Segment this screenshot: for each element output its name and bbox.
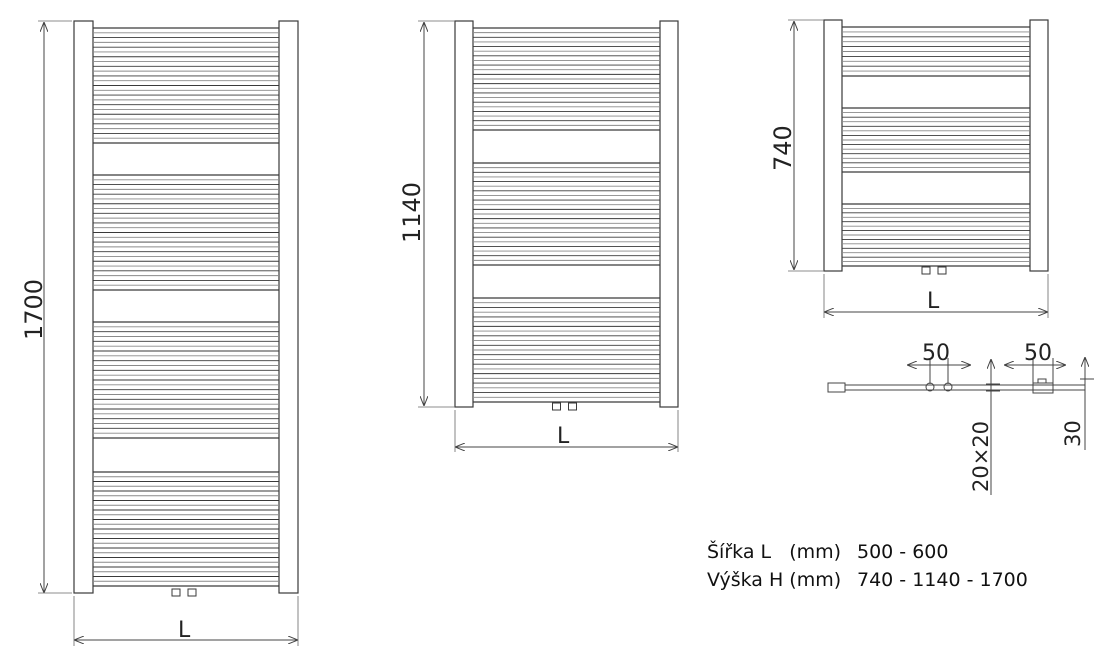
radiator-left-column: [454, 20, 474, 408]
radiator-right-column: [278, 20, 299, 594]
spec-height-value: 740 - 1140 - 1700: [857, 569, 1028, 591]
depth-label: 30: [1061, 420, 1085, 447]
height-label-740: 740: [769, 125, 797, 171]
spec-row-width: Šířka L (mm) 500 - 600: [707, 538, 1028, 566]
pipe-size-label: 20×20: [969, 421, 993, 492]
valve-connector: [171, 588, 181, 597]
radiator-left-column: [73, 20, 94, 594]
valve-connector: [937, 266, 947, 275]
width-label-1700: L: [178, 618, 191, 643]
spacing-left-label: 50: [922, 341, 950, 366]
valve-connector: [552, 402, 561, 411]
radiator-740-drawing: 740 L: [769, 19, 1049, 318]
width-label-1140: L: [557, 424, 570, 449]
spacing-right-label: 50: [1024, 341, 1052, 366]
height-label-1140: 1140: [398, 182, 426, 243]
connection-detail-drawing: [827, 358, 1094, 495]
radiator-right-column: [1029, 19, 1049, 272]
radiator-1700-drawing: 1700 L: [20, 20, 299, 646]
radiator-left-column: [823, 19, 843, 272]
spec-width-value: 500 - 600: [857, 541, 949, 563]
spec-width-label: Šířka L (mm): [707, 541, 842, 563]
width-label-740: L: [927, 289, 940, 314]
spec-row-height: Výška H (mm) 740 - 1140 - 1700: [707, 566, 1028, 594]
valve-connector: [568, 402, 577, 411]
radiator-1140-drawing: 1140 L: [398, 20, 679, 452]
spec-table: Šířka L (mm) 500 - 600 Výška H (mm) 740 …: [707, 538, 1028, 594]
valve-connector: [187, 588, 197, 597]
valve-connector: [921, 266, 931, 275]
spec-height-label: Výška H (mm): [707, 569, 842, 591]
radiator-right-column: [659, 20, 679, 408]
height-label-1700: 1700: [20, 279, 48, 340]
